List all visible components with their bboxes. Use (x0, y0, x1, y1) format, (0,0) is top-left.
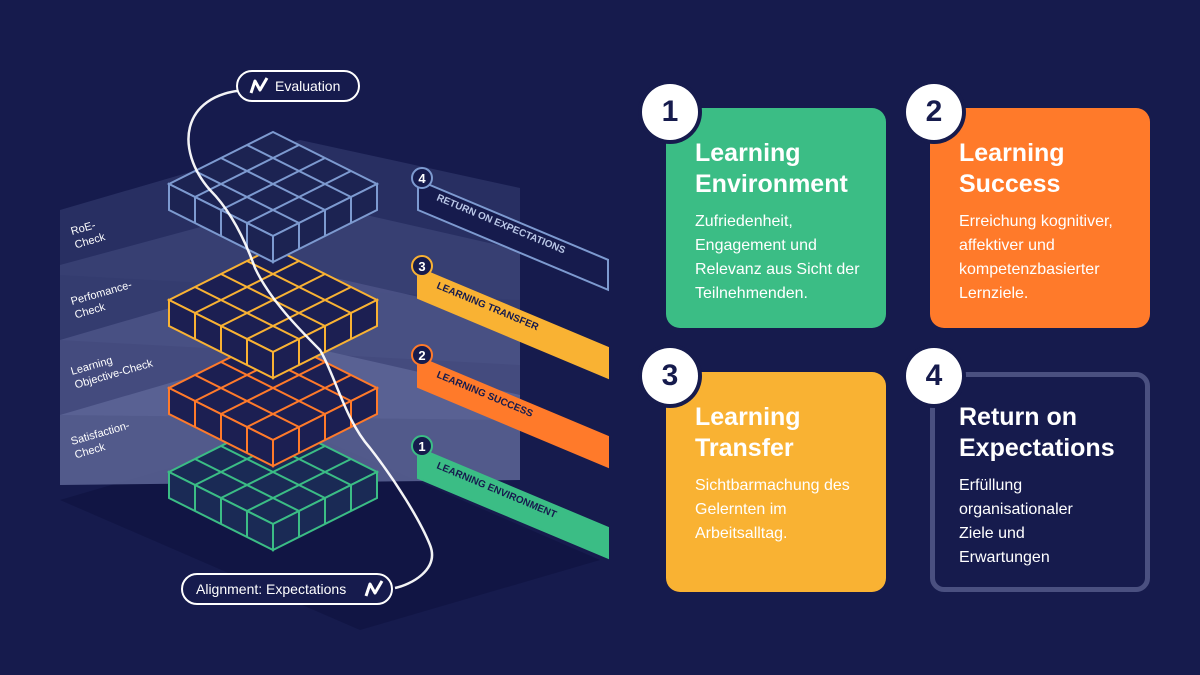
level-number-circle (411, 167, 433, 189)
layer-learning-environment (166, 418, 380, 552)
grid-line (246, 286, 352, 340)
level-number: 1 (418, 439, 425, 454)
card-learning-transfer: Learning Transfer Sichtbarmachung des Ge… (666, 372, 886, 592)
banner-shape (417, 266, 609, 380)
layer-return-on-expectations (166, 130, 380, 264)
level-number-circle (411, 255, 433, 277)
chart-icon (364, 580, 384, 597)
layer-learning-transfer (166, 246, 380, 380)
grid-line (220, 361, 326, 415)
card-title: Learning Success (959, 139, 1065, 198)
level-number-circle (411, 435, 433, 457)
card-text: Erfüllung organisationaler Ziele und Erw… (959, 477, 1073, 566)
card-learning-environment: Learning Environment Zufriedenheit, Enga… (666, 108, 886, 328)
card-text: Sichtbarmachung des Gelernten im Arbeits… (695, 477, 850, 542)
card-title: Learning Environment (695, 139, 848, 198)
banner-shape (417, 355, 609, 469)
layer-learning-success (166, 334, 380, 468)
grid-line (194, 170, 300, 224)
card-number-badge: 1 (642, 84, 698, 140)
grid-line (194, 286, 300, 340)
alignment-pill: Alignment: Expectations (181, 573, 393, 605)
card-number-badge: 4 (906, 348, 962, 404)
card-title: Return on Expectations (959, 403, 1115, 462)
banner-shape (417, 178, 609, 292)
grid-line (194, 458, 300, 512)
grid-line (220, 157, 326, 211)
level-number: 4 (418, 171, 426, 186)
card-text: Erreichung kognitiver, affektiver und ko… (959, 213, 1113, 302)
banner-shape (417, 446, 609, 560)
grid-line (194, 374, 300, 428)
grid-line (220, 273, 326, 327)
evaluation-label: Evaluation (275, 78, 340, 94)
alignment-path (187, 88, 434, 590)
level-number: 3 (418, 259, 425, 274)
card-text: Zufriedenheit, Engagement und Relevanz a… (695, 213, 860, 302)
card-learning-success: Learning Success Erreichung kognitiver, … (930, 108, 1150, 328)
level-number: 2 (418, 348, 425, 363)
alignment-pill-border (181, 573, 393, 605)
alignment-label: Alignment: Expectations (196, 581, 346, 597)
grid-line (246, 374, 352, 428)
evaluation-diagram: RoE-CheckPerfomance-CheckLearningObjecti… (60, 70, 609, 605)
grid-line (246, 170, 352, 224)
level-number-circle (411, 344, 433, 366)
card-title: Learning Transfer (695, 403, 801, 462)
chart-icon (249, 77, 269, 94)
grid-line (246, 458, 352, 512)
card-number-badge: 2 (906, 84, 962, 140)
evaluation-pill: Evaluation (236, 70, 360, 102)
card-return-on-expectations: Return on Expectations Erfüllung organis… (930, 372, 1150, 592)
grid-line (220, 445, 326, 499)
card-number-badge: 3 (642, 348, 698, 404)
